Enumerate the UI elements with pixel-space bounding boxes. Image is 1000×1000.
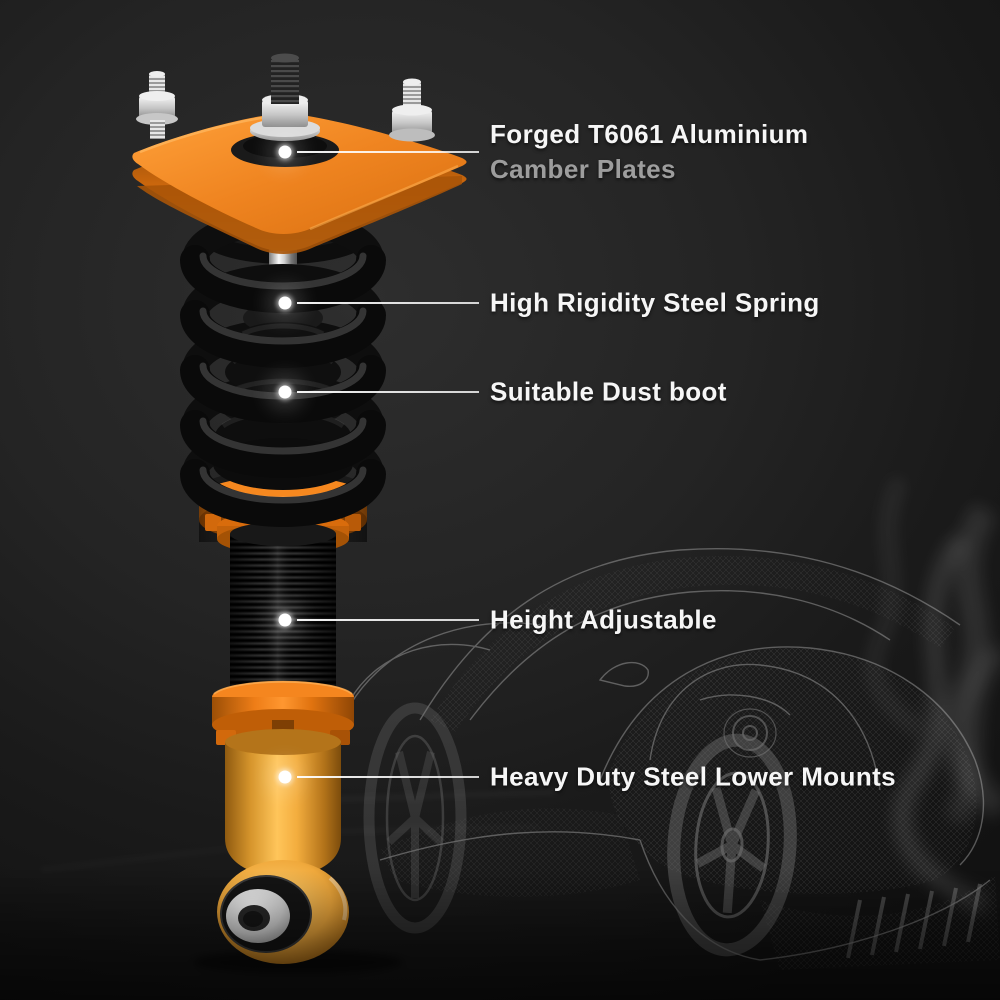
car-door-mesh (380, 808, 640, 897)
smoke-effect (867, 477, 1000, 914)
callout-marker-dot (278, 385, 292, 399)
callout-label-line: Heavy Duty Steel Lower Mounts (490, 761, 897, 792)
car-sketch (349, 547, 1000, 970)
callout-label: Suitable Dust boot (490, 375, 727, 410)
callout-label-line: Camber Plates (490, 154, 676, 184)
eyelet-bushing (217, 860, 349, 964)
callout-label: Height Adjustable (490, 603, 717, 638)
car-taillight (723, 708, 777, 758)
callout-label: High Rigidity Steel Spring (490, 286, 820, 321)
callout-marker-dot (278, 770, 292, 784)
left-mount-bolt (136, 71, 178, 139)
car-rear-haunch-mesh (609, 648, 977, 894)
callout-leader-line (297, 391, 479, 393)
callout-label: Heavy Duty Steel Lower Mounts (490, 760, 896, 795)
camber-plate-top (132, 113, 467, 234)
car-diffuser-fins (846, 883, 982, 959)
callout-marker-dot (278, 145, 292, 159)
callout-label-line: Forged T6061 Aluminium (490, 119, 809, 149)
callout-label-line: Suitable Dust boot (490, 376, 727, 407)
callout-leader-line (297, 776, 479, 778)
coil-spring-front (180, 245, 386, 527)
callout-leader-line (297, 619, 479, 621)
callout-label-line: High Rigidity Steel Spring (490, 287, 820, 318)
callout-leader-line (297, 151, 479, 153)
car-rear-wheel (667, 733, 797, 957)
callout-leader-line (297, 302, 479, 304)
right-mount-bolt (389, 78, 435, 142)
car-roof-mesh (430, 555, 955, 732)
callout-marker-dot (278, 613, 292, 627)
callout-label-line: Height Adjustable (490, 604, 717, 635)
callout-label: Forged T6061 Aluminium Camber Plates (490, 117, 808, 187)
callout-marker-dot (278, 296, 292, 310)
camber-plate (132, 113, 467, 254)
car-front-wheel (363, 702, 467, 934)
car-outlines (349, 547, 991, 961)
center-top-stud (231, 53, 339, 167)
car-bumper-mesh (760, 875, 1000, 970)
